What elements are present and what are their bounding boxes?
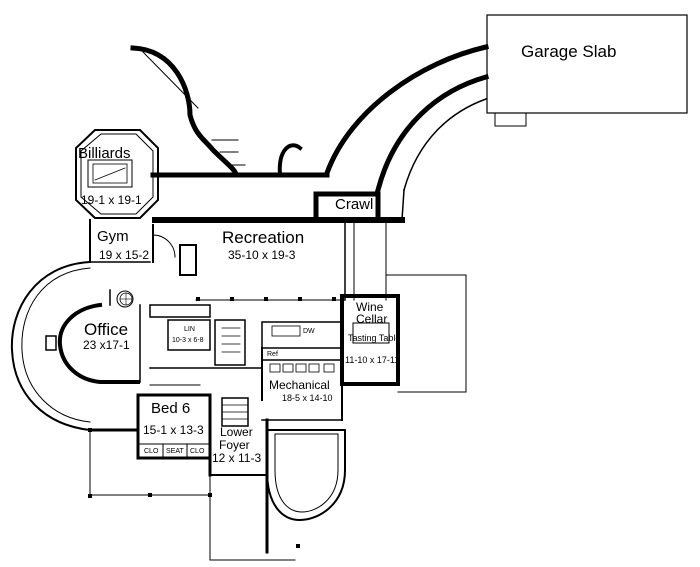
billiards-label: Billiards xyxy=(78,145,131,162)
recreation-partitions xyxy=(195,221,467,393)
bar-area xyxy=(261,321,343,401)
crawl-label: Crawl xyxy=(335,196,374,213)
lower-foyer-size: 12 x 11-3 xyxy=(212,451,262,465)
driveway-curve xyxy=(323,44,490,221)
billiards-size: 19-1 x 19-1 xyxy=(81,193,142,207)
garage-slab-outline xyxy=(486,14,688,127)
recreation-label: Recreation xyxy=(222,228,305,247)
ref-label: Ref xyxy=(267,351,278,358)
billiards-octagon xyxy=(75,129,159,219)
tasting-table-label: Tasting Table xyxy=(348,333,401,343)
gym-size: 19 x 15-2 xyxy=(99,248,150,262)
dw-label: DW xyxy=(303,328,315,335)
lower-foyer-label-line1: Lower xyxy=(220,425,253,439)
column-markers xyxy=(88,297,336,548)
bed6-size: 15-1 x 13-3 xyxy=(143,423,204,437)
mechanical-size: 18-5 x 14-10 xyxy=(282,393,333,403)
seat-label: SEAT xyxy=(166,448,184,455)
mechanical-label: Mechanical xyxy=(269,378,330,392)
foyer-stairs xyxy=(149,367,263,427)
garage-slab-label: Garage Slab xyxy=(521,42,617,61)
recreation-size: 35-10 x 19-3 xyxy=(228,248,296,262)
bed6-label: Bed 6 xyxy=(151,400,191,417)
office-circle xyxy=(10,260,141,432)
turret-outline xyxy=(265,429,346,522)
bath-area xyxy=(149,304,246,366)
wine-cellar-label-line2: Cellar xyxy=(356,312,388,326)
lower-foyer-outline xyxy=(208,408,269,554)
gym-label: Gym xyxy=(97,228,129,245)
gym-outline xyxy=(89,219,197,276)
closet-right-label: CLO xyxy=(190,448,205,455)
terrace-curves xyxy=(130,45,303,178)
spiral-stair xyxy=(119,292,133,306)
office-label: Office xyxy=(84,320,129,339)
bath-size: 10-3 x 6-8 xyxy=(172,337,204,344)
closet-left-label: CLO xyxy=(144,448,159,455)
office-size: 23 x17-1 xyxy=(83,338,130,352)
lin-label: LIN xyxy=(184,326,195,333)
wine-cellar-label-line1: Wine xyxy=(356,300,384,314)
mechanical-outline xyxy=(261,349,343,421)
wine-cellar-size: 11-10 x 17-11 xyxy=(345,355,400,365)
lower-foyer-label-line2: Foyer xyxy=(219,438,250,452)
